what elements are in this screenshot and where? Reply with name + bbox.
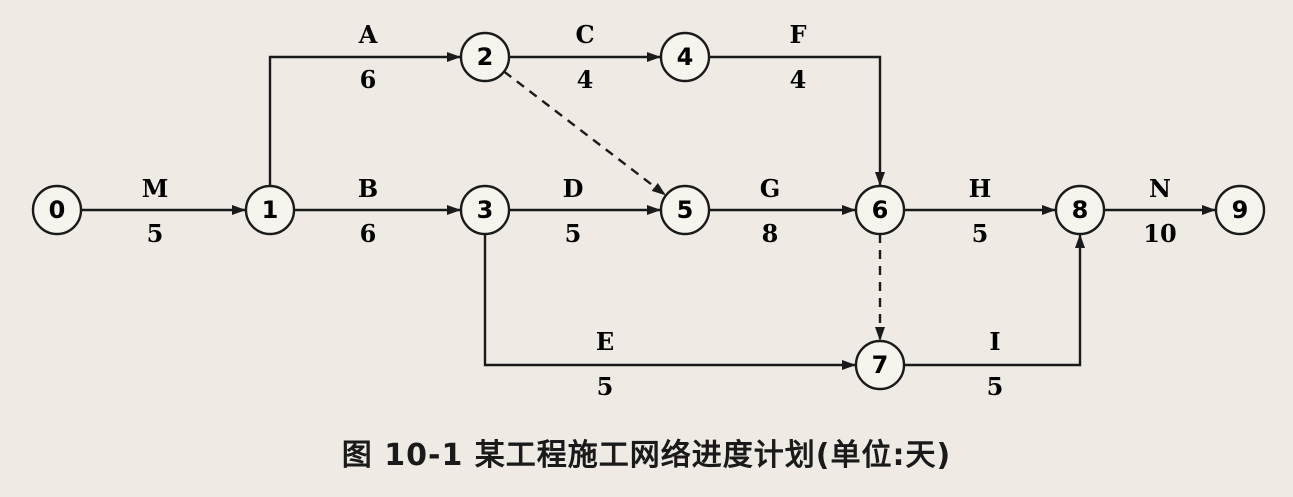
activity-duration-5-6: 8 <box>762 219 779 248</box>
node-9: 9 <box>1214 184 1266 236</box>
activity-duration-8-9: 10 <box>1143 219 1176 248</box>
node-label-7: 7 <box>872 351 889 379</box>
activity-duration-1-3: 6 <box>360 219 377 248</box>
node-4: 4 <box>659 31 711 83</box>
activity-name-5-6: G <box>760 174 781 203</box>
activity-name-1-2: A <box>358 20 378 49</box>
activity-name-8-9: N <box>1149 174 1171 203</box>
activity-name-3-7: E <box>596 327 614 356</box>
activity-duration-1-2: 6 <box>360 65 377 94</box>
activity-arrow-3-7 <box>483 234 856 370</box>
activity-arrow-1-2 <box>268 52 461 186</box>
node-7: 7 <box>854 339 906 391</box>
node-label-6: 6 <box>872 196 889 224</box>
node-label-1: 1 <box>262 196 279 224</box>
activity-arrow-7-8 <box>904 234 1085 367</box>
activity-duration-7-8: 5 <box>987 372 1004 401</box>
node-2: 2 <box>459 31 511 83</box>
node-circle-6 <box>854 184 906 236</box>
node-0: 0 <box>31 184 83 236</box>
node-label-3: 3 <box>477 196 494 224</box>
activity-duration-4-6: 4 <box>790 65 807 94</box>
node-label-2: 2 <box>477 43 494 71</box>
dummy-arrow-2-5 <box>503 70 666 196</box>
activity-name-7-8: I <box>989 327 1000 356</box>
node-circle-7 <box>854 339 906 391</box>
node-label-4: 4 <box>677 43 694 71</box>
activity-arrow-4-6 <box>709 55 885 186</box>
activity-duration-3-5: 5 <box>565 219 582 248</box>
activity-name-6-8: H <box>969 174 992 203</box>
node-circle-9 <box>1214 184 1266 236</box>
node-circle-0 <box>31 184 83 236</box>
activity-name-2-4: C <box>575 20 594 49</box>
node-circle-5 <box>659 184 711 236</box>
node-3: 3 <box>459 184 511 236</box>
activity-name-3-5: D <box>563 174 584 203</box>
node-label-0: 0 <box>49 196 66 224</box>
activity-duration-2-4: 4 <box>577 65 594 94</box>
activity-duration-3-7: 5 <box>597 372 614 401</box>
node-circle-1 <box>244 184 296 236</box>
activity-name-0-1: M <box>142 174 169 203</box>
activity-duration-6-8: 5 <box>972 219 989 248</box>
node-circle-2 <box>459 31 511 83</box>
node-8: 8 <box>1054 184 1106 236</box>
node-circle-8 <box>1054 184 1106 236</box>
activity-name-1-3: B <box>358 174 378 203</box>
node-5: 5 <box>659 184 711 236</box>
node-circle-3 <box>459 184 511 236</box>
node-label-8: 8 <box>1072 196 1089 224</box>
activity-name-4-6: F <box>789 20 806 49</box>
node-1: 1 <box>244 184 296 236</box>
figure-caption: 图 10-1 某工程施工网络进度计划(单位:天) <box>341 438 952 473</box>
node-label-9: 9 <box>1232 196 1249 224</box>
node-6: 6 <box>854 184 906 236</box>
node-circle-4 <box>659 31 711 83</box>
node-label-5: 5 <box>677 196 694 224</box>
activity-duration-0-1: 5 <box>147 219 164 248</box>
